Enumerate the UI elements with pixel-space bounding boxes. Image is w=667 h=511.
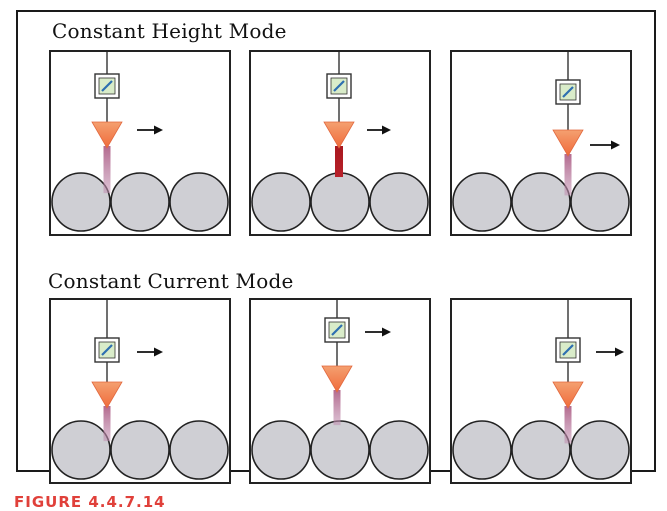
ammeter-needle — [562, 86, 574, 98]
panel-constant-height-2 — [249, 50, 431, 236]
ammeter-needle — [101, 80, 113, 92]
surface-atom — [452, 420, 512, 480]
panel-constant-height-3 — [450, 50, 632, 236]
tunneling-current — [564, 406, 572, 444]
ammeter-needle — [331, 324, 343, 336]
ammeter-needle — [333, 80, 345, 92]
stm-tip — [323, 121, 355, 149]
panel-constant-current-1 — [49, 298, 231, 484]
tunneling-current — [335, 146, 343, 178]
stm-schematic — [452, 300, 630, 480]
stm-tip — [552, 381, 584, 409]
tunneling-current — [333, 390, 341, 426]
surface-atom — [251, 172, 311, 232]
surface-atom — [51, 172, 111, 232]
stm-schematic — [251, 300, 429, 480]
surface-atom — [169, 172, 229, 232]
stm-tip — [91, 121, 123, 149]
surface-atom — [51, 420, 111, 480]
tunneling-current — [103, 406, 111, 442]
surface-atom — [110, 420, 170, 480]
stm-tip — [552, 129, 584, 157]
panel-constant-current-3 — [450, 298, 632, 484]
stm-schematic — [51, 52, 229, 232]
surface-atom — [511, 172, 571, 232]
stm-schematic — [51, 300, 229, 480]
panel-constant-height-1 — [49, 50, 231, 236]
arrow-head-icon — [382, 125, 391, 135]
ammeter-needle — [562, 344, 574, 356]
surface-atom — [570, 172, 630, 232]
surface-atom — [310, 172, 370, 232]
surface-atom — [310, 420, 370, 480]
stm-schematic — [251, 52, 429, 232]
stm-tip — [321, 365, 353, 393]
ammeter-needle — [101, 344, 113, 356]
arrow-head-icon — [154, 347, 163, 357]
tunneling-current — [564, 154, 572, 196]
stm-schematic — [452, 52, 630, 232]
surface-atom — [511, 420, 571, 480]
surface-atom — [452, 172, 512, 232]
surface-atom — [110, 172, 170, 232]
surface-atom — [169, 420, 229, 480]
panel-constant-current-2 — [249, 298, 431, 484]
section-heading-constant-current: Constant Current Mode — [48, 269, 294, 293]
arrow-head-icon — [382, 327, 391, 337]
arrow-head-icon — [611, 140, 620, 150]
arrow-head-icon — [615, 347, 624, 357]
surface-atom — [570, 420, 630, 480]
surface-atom — [369, 420, 429, 480]
surface-atom — [251, 420, 311, 480]
stm-tip — [91, 381, 123, 409]
surface-atom — [369, 172, 429, 232]
tunneling-current — [103, 146, 111, 194]
arrow-head-icon — [154, 125, 163, 135]
figure-caption: FIGURE 4.4.7.14 — [14, 493, 166, 511]
section-heading-constant-height: Constant Height Mode — [52, 19, 287, 43]
